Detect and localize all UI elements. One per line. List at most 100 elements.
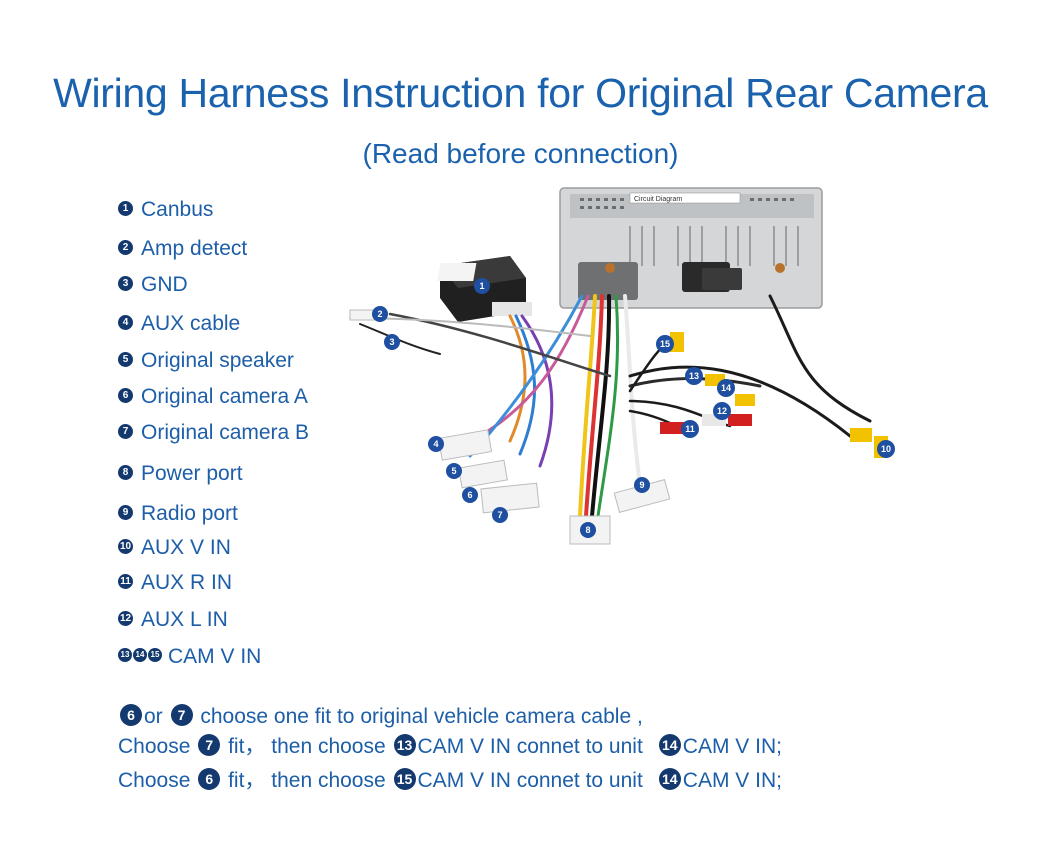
note-mid: CAM V IN connet to unit: [417, 769, 643, 792]
legend-item-aux-l-in: 12 AUX L IN: [118, 606, 228, 634]
page-subtitle: (Read before connection): [362, 138, 679, 169]
marker-9: 9: [634, 477, 650, 493]
page-title: Wiring Harness Instruction for Original …: [53, 70, 988, 116]
number-badge: 13: [118, 648, 132, 663]
number-badge: 14: [658, 768, 681, 791]
legend-label: AUX V IN: [141, 536, 231, 559]
marker-4: 4: [428, 436, 444, 452]
legend-label: Amp detect: [141, 237, 248, 260]
marker-3-label: 3: [389, 337, 394, 347]
legend-item-radio-port: 9 Radio port: [118, 500, 238, 528]
marker-13: 13: [685, 367, 703, 385]
legend-item-original-speaker: 5 Original speaker: [118, 347, 294, 375]
number-badge: 6: [118, 387, 133, 403]
marker-15: 15: [656, 335, 674, 353]
legend-item-aux-v-in: 10 AUX V IN: [118, 534, 231, 562]
head-unit: Circuit Diagram: [559, 187, 823, 309]
legend-item-original-camera-b: 7 Original camera B: [118, 419, 309, 447]
marker-10: 10: [877, 440, 895, 458]
wires: [349, 294, 872, 518]
note-choose: Choose: [118, 769, 191, 792]
wiring-harness-diagram: Circuit Diagram: [349, 187, 895, 545]
note-or: or: [144, 705, 163, 728]
marker-11-label: 11: [685, 424, 695, 434]
marker-9-label: 9: [639, 480, 644, 490]
note-text: choose one fit to original vehicle camer…: [200, 705, 643, 728]
number-badge: 4: [118, 314, 133, 330]
number-badge: 15: [148, 648, 162, 663]
marker-5-label: 5: [451, 466, 456, 476]
legend-item-gnd: 3 GND: [118, 271, 188, 299]
legend-item-power-port: 8 Power port: [118, 460, 243, 488]
unit-label: Circuit Diagram: [634, 196, 682, 203]
marker-4-label: 4: [433, 439, 438, 449]
note-end: CAM V IN;: [682, 735, 782, 758]
marker-7-label: 7: [497, 510, 502, 520]
harness-plugs: [349, 309, 671, 545]
marker-7: 7: [492, 507, 508, 523]
marker-6: 6: [462, 487, 478, 503]
number-badge: 2: [118, 239, 133, 255]
number-badge: 7: [170, 704, 193, 727]
number-badge: 13: [393, 734, 416, 757]
marker-11: 11: [681, 420, 699, 438]
number-badge: 14: [133, 648, 147, 663]
legend-item-canbus: 1 Canbus: [118, 196, 213, 224]
legend-label: CAM V IN: [168, 645, 262, 668]
marker-12: 12: [713, 402, 731, 420]
legend-label: Power port: [141, 462, 243, 485]
marker-15-label: 15: [660, 339, 670, 349]
marker-8: 8: [580, 522, 596, 538]
legend-item-aux-r-in: 11 AUX R IN: [118, 569, 232, 597]
number-badge: 14: [658, 734, 681, 757]
note-fit: fit， then choose: [228, 769, 386, 792]
legend-item-aux-cable: 4 AUX cable: [118, 310, 240, 338]
marker-2: 2: [372, 306, 388, 322]
note-end: CAM V IN;: [682, 769, 782, 792]
legend-label: Original camera B: [141, 421, 310, 444]
number-badge: 9: [118, 504, 133, 520]
marker-12-label: 12: [717, 406, 727, 416]
marker-10-label: 10: [881, 444, 891, 454]
number-badge: 12: [118, 610, 133, 626]
number-badge: 10: [118, 538, 133, 554]
marker-3: 3: [384, 334, 400, 350]
legend-label: Canbus: [141, 198, 214, 221]
legend-label: Original camera A: [141, 385, 308, 408]
marker-13-label: 13: [689, 371, 699, 381]
marker-14-label: 14: [721, 383, 731, 393]
legend-label: AUX R IN: [141, 571, 233, 594]
legend-label: AUX cable: [141, 312, 241, 335]
note-mid: CAM V IN connet to unit: [417, 735, 643, 758]
number-badge: 5: [118, 351, 133, 367]
marker-14: 14: [717, 379, 735, 397]
marker-1: 1: [474, 278, 490, 294]
note-choose: Choose: [118, 735, 191, 758]
number-badge: 11: [118, 573, 133, 589]
legend-label: Radio port: [141, 502, 238, 525]
number-badge: 15: [393, 768, 416, 791]
legend-item-amp-detect: 2 Amp detect: [118, 235, 247, 263]
rca-plugs: [660, 332, 888, 458]
number-badge: 1: [118, 200, 133, 216]
legend-label: GND: [141, 273, 188, 296]
marker-5: 5: [446, 463, 462, 479]
number-badge: 7: [118, 423, 133, 439]
legend-item-original-camera-a: 6 Original camera A: [118, 383, 308, 411]
marker-2-label: 2: [377, 309, 382, 319]
number-badge: 6: [198, 768, 221, 791]
marker-6-label: 6: [467, 490, 472, 500]
legend-label: Original speaker: [141, 349, 294, 372]
legend-label: AUX L IN: [141, 608, 228, 631]
number-badge: 8: [118, 464, 133, 480]
number-badge: 7: [198, 734, 221, 757]
note-fit: fit， then choose: [228, 735, 386, 758]
number-markers: 1 2 3 4 5 6 7 8 9 10 11 12 13 14 15: [372, 278, 895, 538]
number-badge: 3: [118, 275, 133, 291]
marker-8-label: 8: [585, 525, 590, 535]
number-badge: 6: [120, 704, 142, 727]
